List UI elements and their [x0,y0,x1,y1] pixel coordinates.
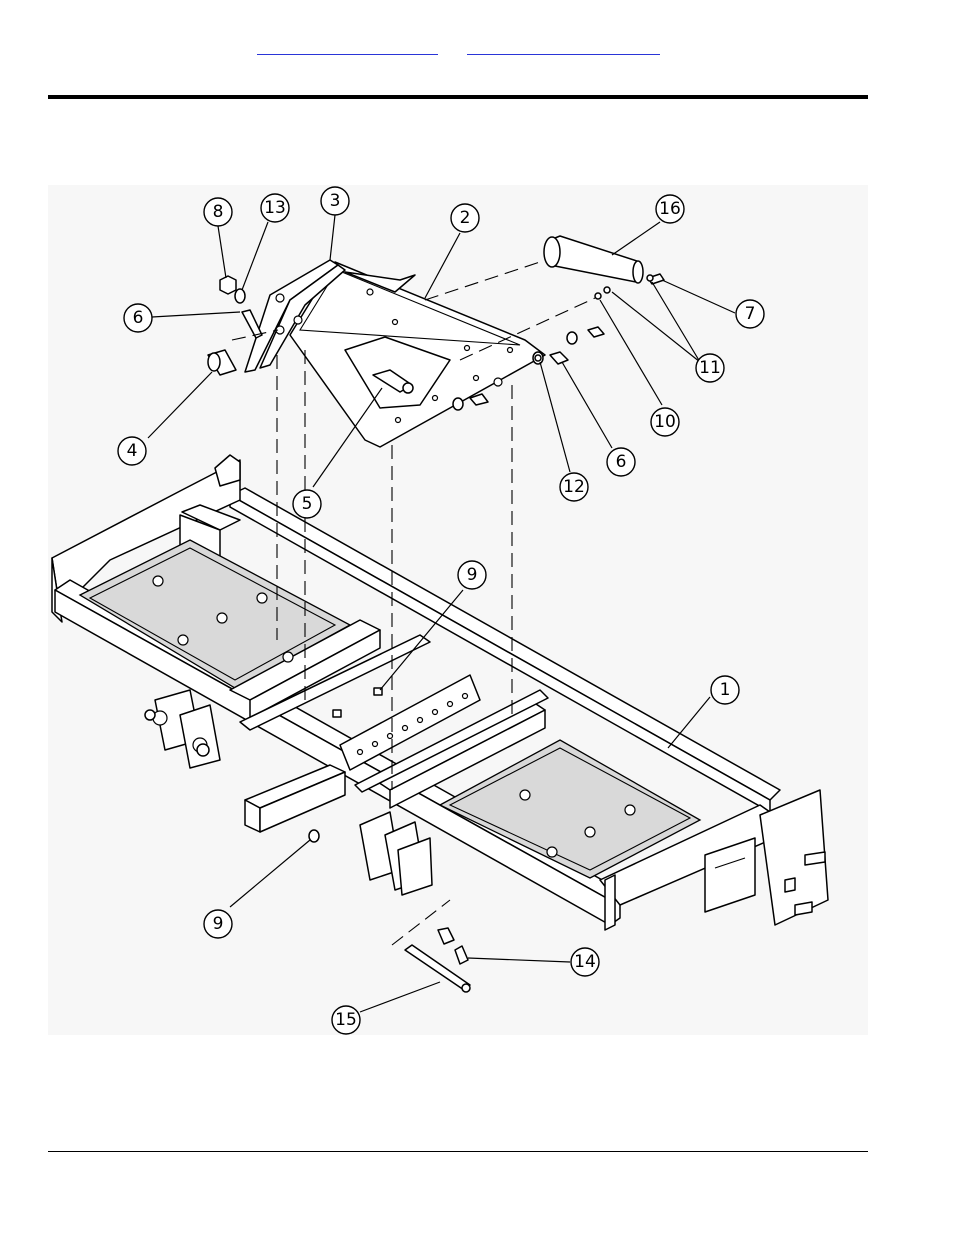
svg-text:15: 15 [335,1010,357,1030]
svg-text:1: 1 [720,680,731,700]
svg-text:7: 7 [745,304,756,324]
footer-rule [48,1151,868,1152]
callout-7: 7 [736,300,764,328]
callout-10: 10 [651,408,679,436]
callout-14: 14 [571,948,599,976]
callout-9-lower: 9 [204,910,232,938]
callout-11: 11 [696,354,724,382]
callout-6-right: 6 [607,448,635,476]
exploded-parts-drawing: 8 13 3 2 16 6 7 11 4 10 5 12 6 9 1 9 14 [48,185,868,1035]
callout-5: 5 [293,490,321,518]
svg-text:9: 9 [213,914,224,934]
callout-1: 1 [711,676,739,704]
svg-text:8: 8 [213,202,224,222]
callout-13: 13 [261,194,289,222]
svg-text:6: 6 [133,308,144,328]
callout-4: 4 [118,437,146,465]
svg-text:10: 10 [654,412,676,432]
header-rule [48,95,868,99]
drawing-canvas: 8 13 3 2 16 6 7 11 4 10 5 12 6 9 1 9 14 [48,185,868,1035]
svg-text:6: 6 [616,452,627,472]
callout-8: 8 [204,198,232,226]
svg-text:14: 14 [574,952,596,972]
svg-text:3: 3 [330,191,341,211]
svg-text:9: 9 [467,565,478,585]
callout-16: 16 [656,195,684,223]
svg-text:5: 5 [302,494,313,514]
hitch-plate-assembly [245,260,545,447]
callout-15: 15 [332,1006,360,1034]
svg-text:16: 16 [659,199,681,219]
header-link-right[interactable] [467,36,660,55]
svg-text:2: 2 [460,208,471,228]
svg-text:13: 13 [264,198,286,218]
svg-text:12: 12 [563,477,585,497]
svg-text:11: 11 [699,358,721,378]
callout-6-left: 6 [124,304,152,332]
svg-text:4: 4 [127,441,138,461]
callout-12: 12 [560,473,588,501]
callout-9-upper: 9 [458,561,486,589]
callout-3: 3 [321,187,349,215]
header-link-left[interactable] [257,36,438,55]
callout-2: 2 [451,204,479,232]
